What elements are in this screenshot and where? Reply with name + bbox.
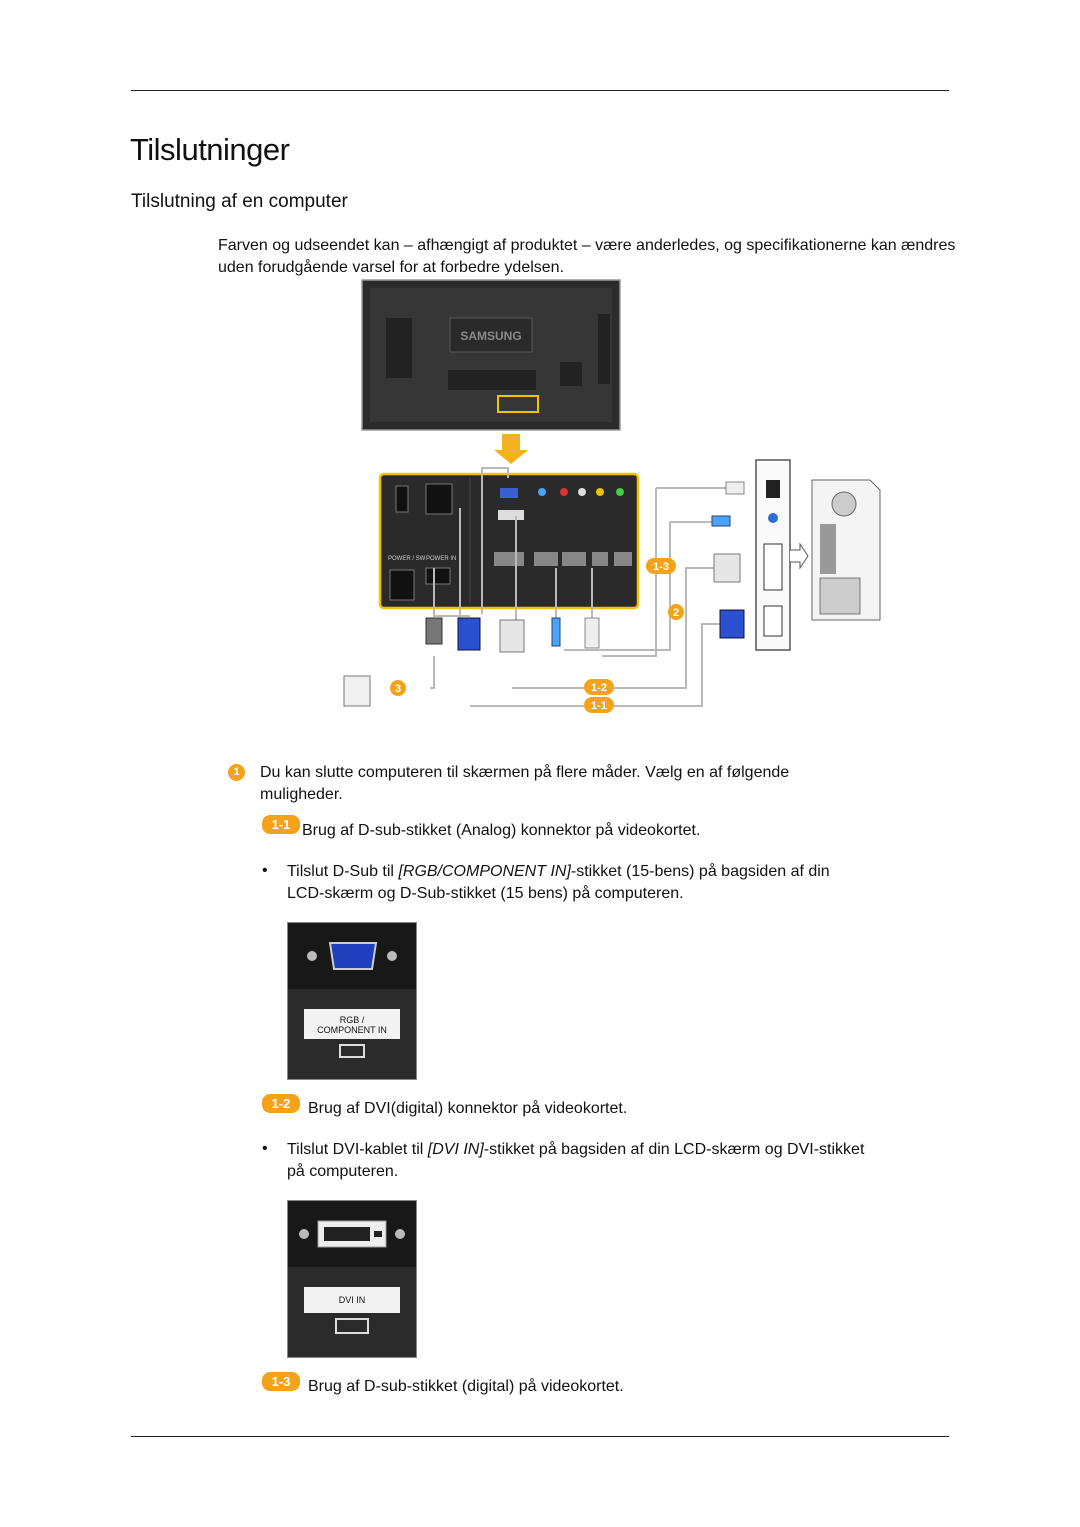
port-reference: [DVI IN] xyxy=(427,1141,484,1158)
pc-tower xyxy=(811,479,881,621)
connection-diagram: SAMSUNG POWER / SW POWER IN xyxy=(343,279,881,713)
svg-text:1-3: 1-3 xyxy=(653,561,669,573)
option-1-2-instruction: Tilslut DVI-kablet til [DVI IN]-stikket … xyxy=(287,1141,865,1180)
port-reference: [RGB/COMPONENT IN] xyxy=(398,863,571,880)
note-icon: 1 xyxy=(228,764,245,781)
badge-1-2: 1-2 xyxy=(262,1094,300,1113)
option-1-1-text: Brug af D-sub-stikket (Analog) konnektor… xyxy=(302,822,701,839)
option-1-2-text: Brug af DVI(digital) konnektor på videok… xyxy=(308,1100,628,1117)
svg-text:1-2: 1-2 xyxy=(591,682,607,694)
svg-text:1-1: 1-1 xyxy=(591,700,607,712)
badge-1-1: 1-1 xyxy=(262,815,300,834)
top-rule xyxy=(131,90,949,91)
arrow-down-icon xyxy=(494,434,528,464)
svg-text:2: 2 xyxy=(673,607,679,619)
svg-text:DVI IN: DVI IN xyxy=(339,1295,366,1305)
section-title: Tilslutning af en computer xyxy=(131,191,348,212)
svg-text:RGB /: RGB / xyxy=(340,1015,365,1025)
option-1-3-text: Brug af D-sub-stikket (digital) på video… xyxy=(308,1378,624,1395)
option-1-1-instruction: Tilslut D-Sub til [RGB/COMPONENT IN]-sti… xyxy=(287,863,830,902)
note-text: Du kan slutte computeren til skærmen på … xyxy=(260,764,790,803)
bottom-rule xyxy=(131,1436,949,1437)
intro-text: Farven og udseendet kan – afhængigt af p… xyxy=(218,237,956,276)
page-title: Tilslutninger xyxy=(130,132,290,167)
port-panel: POWER / SW POWER IN xyxy=(378,472,640,610)
svg-text:POWER / SW: POWER / SW xyxy=(388,556,426,562)
bullet-icon: • xyxy=(262,1140,268,1157)
svg-text:COMPONENT IN: COMPONENT IN xyxy=(317,1025,387,1035)
monitor-back: SAMSUNG xyxy=(361,279,621,431)
bullet-icon: • xyxy=(262,862,268,879)
brand-text: SAMSUNG xyxy=(460,329,521,343)
svg-text:POWER IN: POWER IN xyxy=(426,556,456,562)
badge-1-3: 1-3 xyxy=(262,1372,300,1391)
dvi-port-image: DVI IN xyxy=(287,1200,417,1358)
rgb-port-image: RGB / COMPONENT IN xyxy=(287,922,417,1080)
svg-text:3: 3 xyxy=(395,683,401,695)
